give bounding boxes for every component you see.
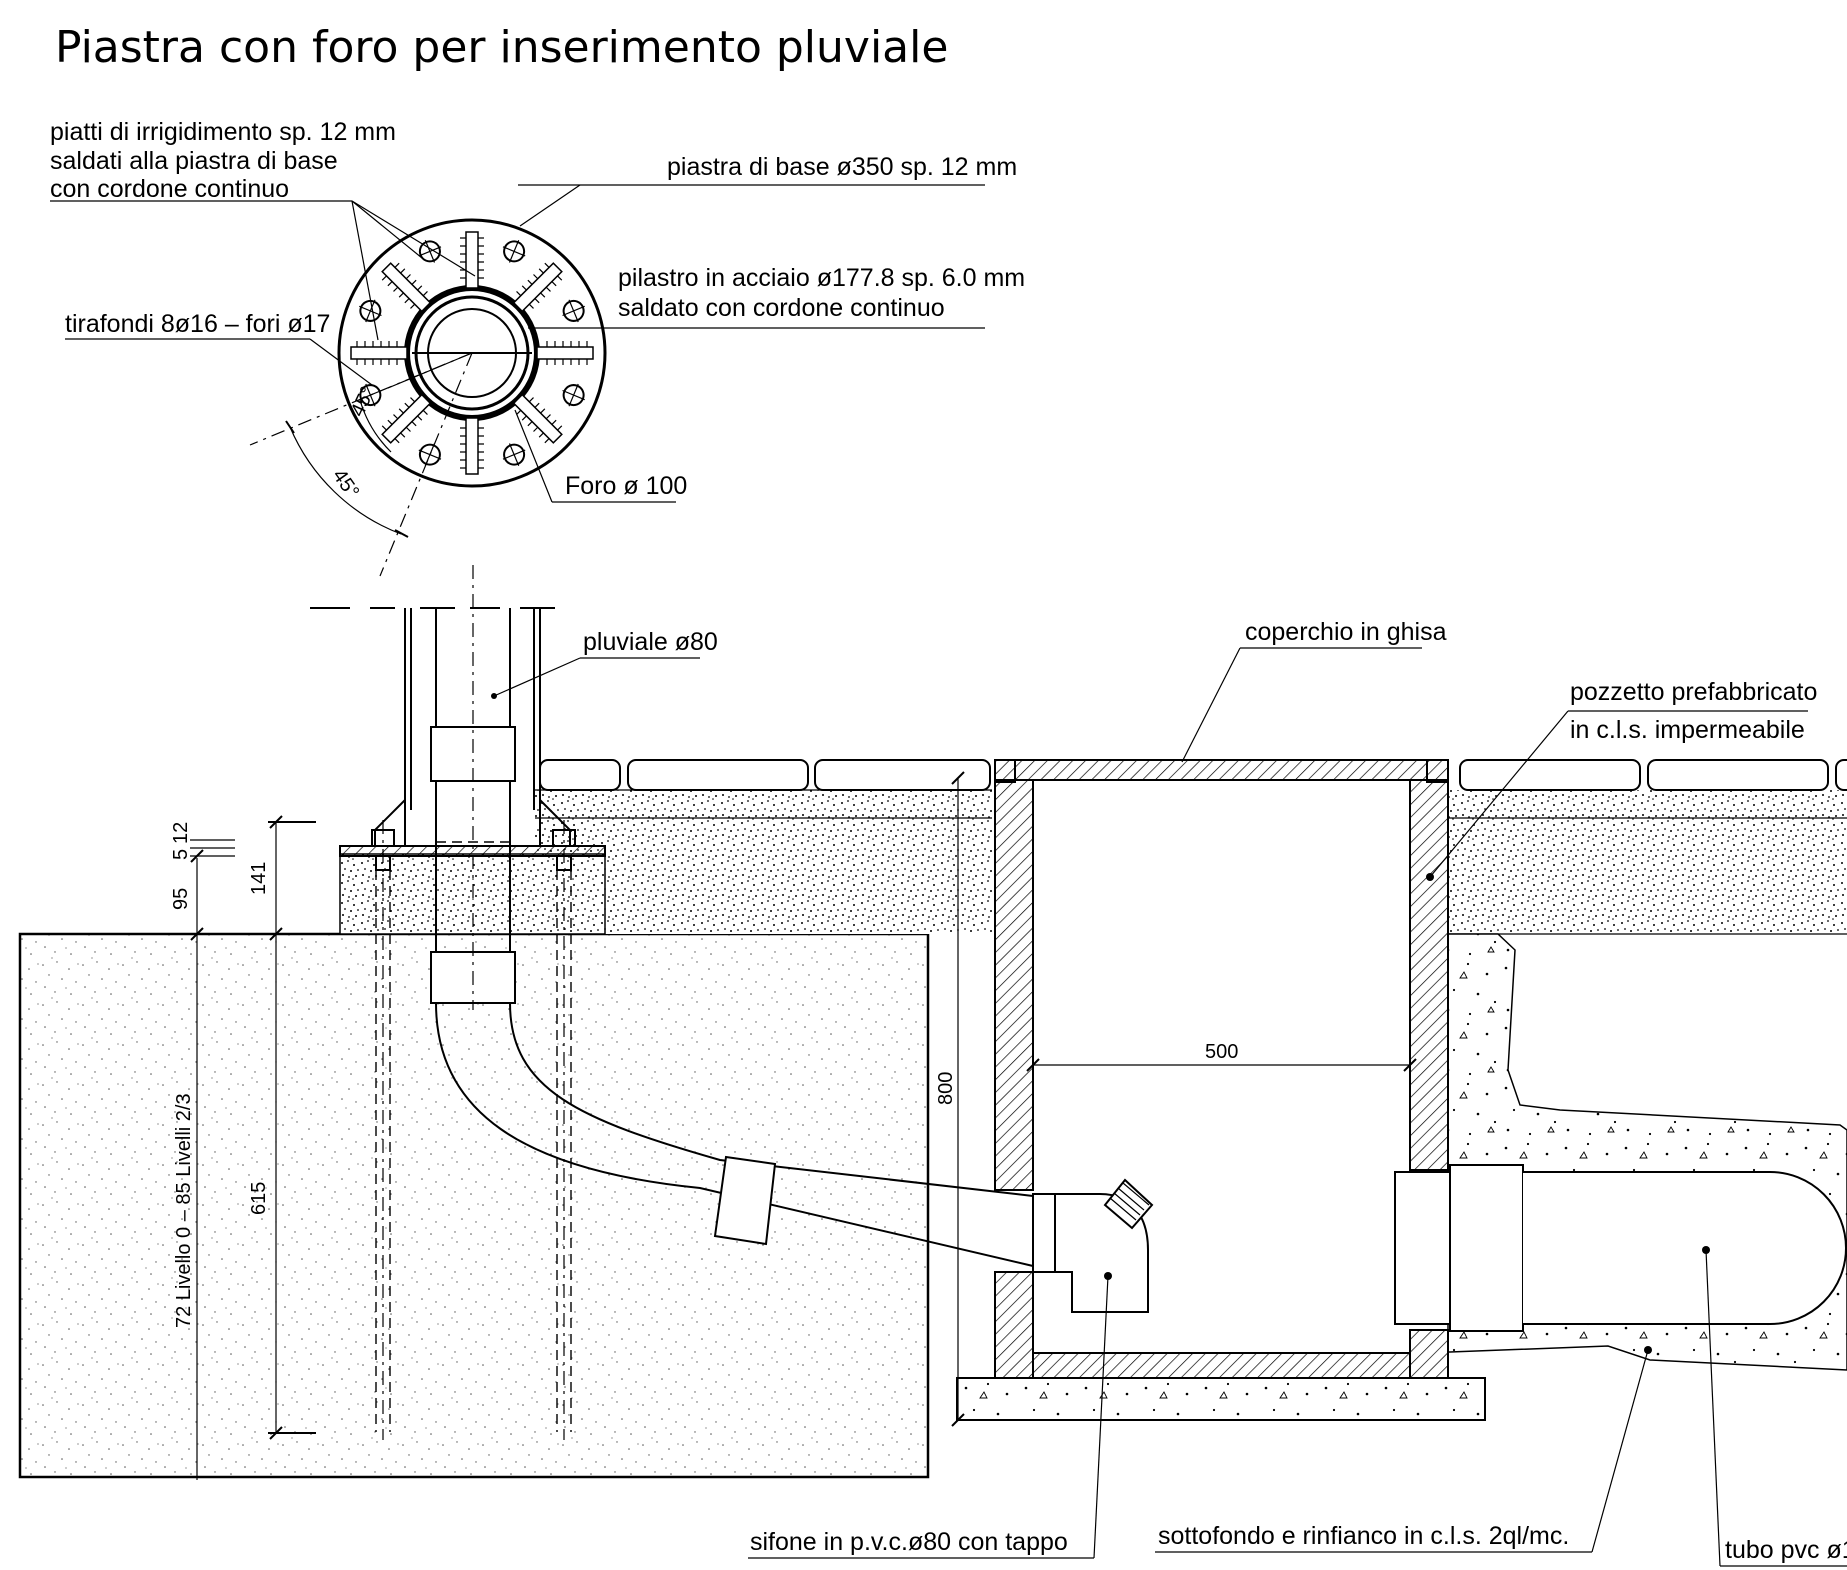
angle-label-outer: 45° [328,465,363,502]
paving-base-left [535,790,992,934]
downpipe [430,565,1034,1267]
outlet-pipe [1394,1164,1847,1332]
bedding-slab [956,1377,1486,1421]
dim-12: 12 [170,822,192,844]
manhole-label-2: in c.l.s. impermeabile [1570,716,1805,744]
downpipe-label: pluviale ø80 [583,628,718,656]
column-label-2: saldato con cordone continuo [618,294,945,322]
manhole-label-1: pozzetto prefabbricato [1570,678,1817,706]
cast-iron-cover [1014,759,1428,781]
dim-141: 141 [248,862,270,895]
angle-construction [249,352,473,577]
stiffener-plates [350,231,594,475]
paving-stones-right [1459,759,1847,791]
dim-500: 500 [1205,1041,1238,1063]
stiffeners-label-1: piatti di irrigidimento sp. 12 mm [50,118,396,146]
dim-615: 615 [248,1182,270,1215]
page-title: Piastra con foro per inserimento pluvial… [55,22,948,73]
angle-label-inner: 45° [347,383,380,420]
dim-800: 800 [935,1072,957,1105]
dim-95: 95 [170,888,192,910]
anchor-bolts-label: tirafondi 8ø16 – fori ø17 [65,310,330,338]
section-view: 5 12 95 141 615 800 500 72 Livello 0 – 8… [18,565,1847,1567]
footing-level-label: 72 Livello 0 – 85 Livelli 2/3 [173,1093,195,1328]
pvc-pipe-label: tubo pvc ø16 [1725,1536,1847,1564]
plan-leaders [50,184,985,503]
base-plate-label: piastra di base ø350 sp. 12 mm [667,153,1017,181]
hole-label: Foro ø 100 [565,472,687,500]
steel-column [310,607,606,1440]
foundation-block [18,932,930,1479]
cover-label: coperchio in ghisa [1245,618,1447,646]
paving-base-right [1448,790,1847,934]
column-label-1: pilastro in acciaio ø177.8 sp. 6.0 mm [618,264,1025,292]
manhole [994,759,1449,1379]
trap-label: sifone in p.v.c.ø80 con tappo [750,1528,1068,1556]
plan-view: 45° 45° piatti di irrigidimento sp. 12 m… [50,118,1025,577]
dimension-lines [190,771,1417,1480]
base-plate-circle [337,218,607,488]
bedding-label: sottofondo e rinfianco in c.l.s. 2ql/mc. [1158,1522,1569,1550]
stiffeners-label-2: saldati alla piastra di base [50,147,338,175]
section-leaders [493,647,1847,1567]
dim-5: 5 [170,849,192,860]
trap [1032,1178,1154,1313]
paving-stones-left [539,759,991,791]
stiffeners-label-3: con cordone continuo [50,175,289,203]
